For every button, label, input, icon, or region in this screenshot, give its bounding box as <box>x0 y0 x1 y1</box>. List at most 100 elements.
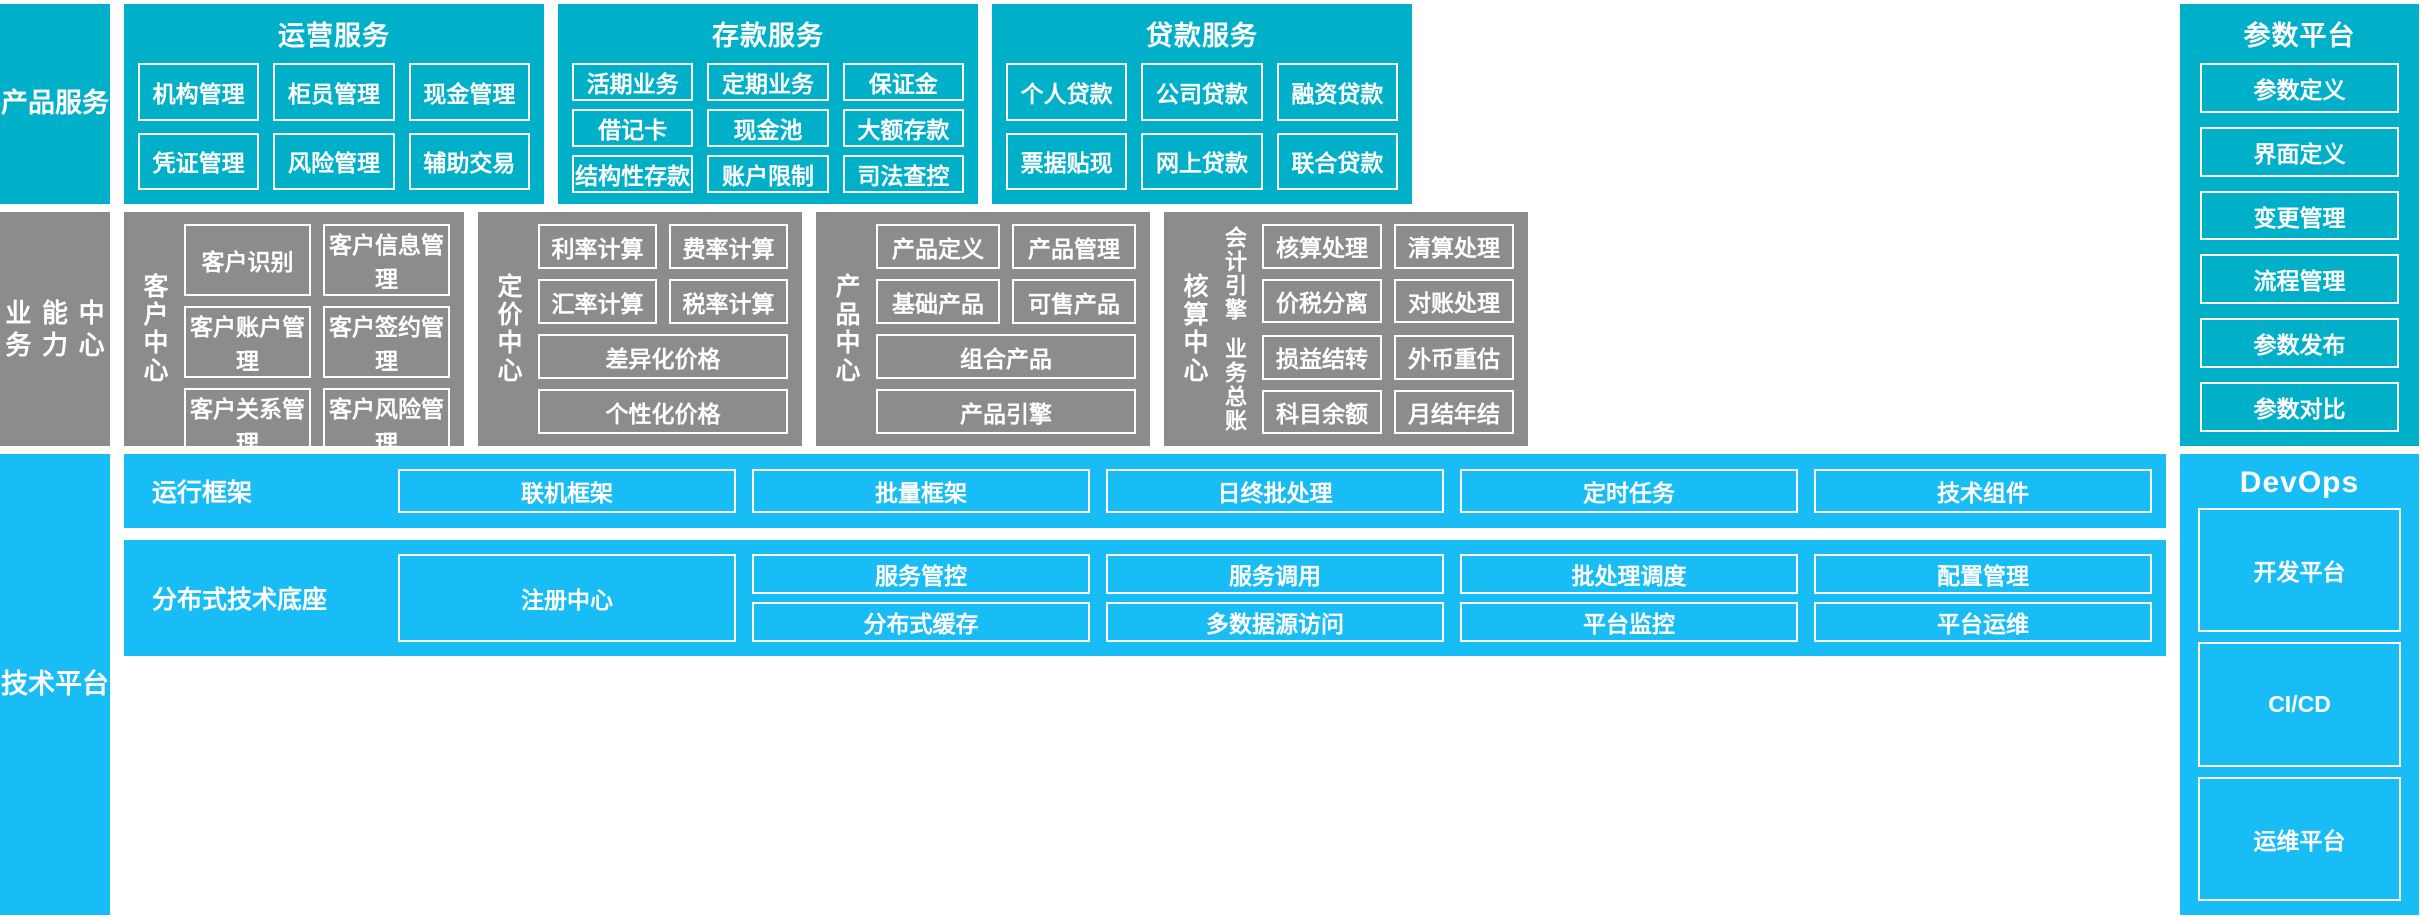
tile-product-engine[interactable]: 产品引擎 <box>876 389 1136 434</box>
tile-accounting-processing[interactable]: 核算处理 <box>1262 224 1382 269</box>
tile-list-parameter-platform: 参数定义 界面定义 变更管理 流程管理 参数发布 参数对比 <box>2200 63 2399 432</box>
tile-technical-component[interactable]: 技术组件 <box>1814 469 2152 513</box>
tile-service-invocation[interactable]: 服务调用 <box>1106 554 1444 594</box>
tile-syndicated-loan[interactable]: 联合贷款 <box>1276 132 1398 190</box>
tile-registry-center[interactable]: 注册中心 <box>398 554 736 642</box>
tile-settlement-processing[interactable]: 清算处理 <box>1394 224 1514 269</box>
tile-teller-management[interactable]: 柜员管理 <box>273 63 395 121</box>
tile-platform-operations[interactable]: 平台运维 <box>1814 602 2152 642</box>
tile-account-balance[interactable]: 科目余额 <box>1262 389 1382 434</box>
tile-service-governance[interactable]: 服务管控 <box>752 554 1090 594</box>
tile-row: 客户账户管理 客户签约管理 <box>184 306 450 378</box>
tile-customer-risk-management[interactable]: 客户风险管理 <box>323 388 450 460</box>
tile-bill-discount[interactable]: 票据贴现 <box>1006 132 1128 190</box>
technology-platform-blocks: 运行框架 联机框架 批量框架 日终批处理 定时任务 技术组件 <box>124 454 2166 915</box>
layer-label-line-2: 平台 <box>55 668 109 699</box>
tile-foreign-currency-revaluation[interactable]: 外币重估 <box>1394 335 1514 380</box>
tile-auxiliary-transaction[interactable]: 辅助交易 <box>408 132 530 190</box>
tile-grid-operation-services: 机构管理 柜员管理 现金管理 凭证管理 风险管理 辅助交易 <box>138 63 530 190</box>
tile-bundled-product[interactable]: 组合产品 <box>876 334 1136 379</box>
tile-row: 价税分离 对账处理 <box>1262 278 1514 323</box>
tile-row: 汇率计算 税率计算 <box>538 279 788 324</box>
tile-interface-definition[interactable]: 界面定义 <box>2200 126 2399 177</box>
tile-online-loan[interactable]: 网上贷款 <box>1141 132 1263 190</box>
tile-differentiated-pricing[interactable]: 差异化价格 <box>538 334 788 379</box>
center-label-customer: 客户中心 <box>140 273 168 385</box>
subgroup-label-accounting-engine: 会计引擎 <box>1222 225 1247 322</box>
layer-label-line-2: 能力 <box>42 297 69 361</box>
tile-cash-management[interactable]: 现金管理 <box>408 63 530 121</box>
tile-customer-info-management[interactable]: 客户信息管理 <box>323 224 450 296</box>
tile-base-product[interactable]: 基础产品 <box>876 279 1000 324</box>
tile-scheduled-task[interactable]: 定时任务 <box>1460 469 1798 513</box>
tile-debit-card[interactable]: 借记卡 <box>572 109 694 147</box>
tile-multi-datasource-access[interactable]: 多数据源访问 <box>1106 602 1444 642</box>
layer-technology-platform: 技术 平台 运行框架 联机框架 批量框架 日终批处理 <box>0 454 2166 915</box>
tile-parameter-release[interactable]: 参数发布 <box>2200 318 2399 369</box>
tile-exchange-rate-calculation[interactable]: 汇率计算 <box>538 279 657 324</box>
tile-sellable-product[interactable]: 可售产品 <box>1012 279 1136 324</box>
tile-day-end-batch-processing[interactable]: 日终批处理 <box>1106 469 1444 513</box>
tile-grid-product-center: 产品定义 产品管理 基础产品 可售产品 组合产品 产品引擎 <box>876 224 1136 434</box>
tile-fee-rate-calculation[interactable]: 费率计算 <box>669 224 788 269</box>
tile-column: 服务调用 多数据源访问 <box>1106 554 1444 642</box>
center-accounting: 核算中心 会计引擎 核算处理 清算处理 价税分离 对账处理 <box>1164 212 1528 446</box>
tile-cash-pool[interactable]: 现金池 <box>707 109 829 147</box>
tile-org-management[interactable]: 机构管理 <box>138 63 260 121</box>
tile-demand-business[interactable]: 活期业务 <box>572 63 694 101</box>
tile-account-restriction[interactable]: 账户限制 <box>707 155 829 193</box>
layer-label-line-1: 技术 <box>1 668 55 699</box>
tile-interest-rate-calculation[interactable]: 利率计算 <box>538 224 657 269</box>
group-deposit-services: 存款服务 活期业务 定期业务 保证金 借记卡 现金池 大额存款 结构性存款 账户… <box>558 4 978 204</box>
tile-time-deposit-business[interactable]: 定期业务 <box>707 63 829 101</box>
tile-parameter-comparison[interactable]: 参数对比 <box>2200 382 2399 432</box>
tile-customer-account-management[interactable]: 客户账户管理 <box>184 306 311 378</box>
layer-label-line-1: 业务 <box>5 297 32 361</box>
tile-operations-platform[interactable]: 运维平台 <box>2198 776 2401 901</box>
tile-platform-monitoring[interactable]: 平台监控 <box>1460 602 1798 642</box>
tile-online-framework[interactable]: 联机框架 <box>398 469 736 513</box>
tile-development-platform[interactable]: 开发平台 <box>2198 508 2401 633</box>
tile-ci-cd[interactable]: CI/CD <box>2198 642 2401 767</box>
tile-corporate-loan[interactable]: 公司贷款 <box>1141 63 1263 121</box>
tile-profit-loss-carryover[interactable]: 损益结转 <box>1262 335 1382 380</box>
tile-month-year-end-closing[interactable]: 月结年结 <box>1394 389 1514 434</box>
tile-parameter-definition[interactable]: 参数定义 <box>2200 63 2399 113</box>
panel-title-parameter-platform: 参数平台 <box>2243 21 2356 51</box>
tile-configuration-management[interactable]: 配置管理 <box>1814 554 2152 594</box>
tile-margin-deposit[interactable]: 保证金 <box>842 63 964 101</box>
panel-parameter-platform: 参数平台 参数定义 界面定义 变更管理 流程管理 参数发布 参数对比 <box>2180 4 2419 446</box>
tile-column: 日终批处理 <box>1106 469 1444 513</box>
tile-structured-deposit[interactable]: 结构性存款 <box>572 155 694 193</box>
tile-risk-management[interactable]: 风险管理 <box>273 132 395 190</box>
tile-row: 客户关系管理 客户风险管理 <box>184 388 450 460</box>
tile-product-management[interactable]: 产品管理 <box>1012 224 1136 269</box>
tile-product-definition[interactable]: 产品定义 <box>876 224 1000 269</box>
tile-voucher-management[interactable]: 凭证管理 <box>138 132 260 190</box>
layer-label-line-2: 服务 <box>55 88 109 119</box>
tile-row: 个人贷款 公司贷款 融资贷款 <box>1006 63 1398 121</box>
tile-price-tax-separation[interactable]: 价税分离 <box>1262 278 1382 323</box>
tile-personalized-pricing[interactable]: 个性化价格 <box>538 389 788 434</box>
tile-reconciliation-processing[interactable]: 对账处理 <box>1394 278 1514 323</box>
tile-row: 组合产品 <box>876 334 1136 379</box>
group-loan-services: 贷款服务 个人贷款 公司贷款 融资贷款 票据贴现 网上贷款 联合贷款 <box>992 4 1412 204</box>
center-label-accounting: 核算中心 <box>1180 273 1208 385</box>
tile-tax-rate-calculation[interactable]: 税率计算 <box>669 279 788 324</box>
tile-judicial-control[interactable]: 司法查控 <box>842 155 964 193</box>
tile-large-deposit[interactable]: 大额存款 <box>842 109 964 147</box>
tile-batch-processing-scheduling[interactable]: 批处理调度 <box>1460 554 1798 594</box>
tile-customer-identification[interactable]: 客户识别 <box>184 224 311 296</box>
tile-customer-relationship-management[interactable]: 客户关系管理 <box>184 388 311 460</box>
tile-financing-loan[interactable]: 融资贷款 <box>1276 63 1398 121</box>
tile-distributed-cache[interactable]: 分布式缓存 <box>752 602 1090 642</box>
tile-process-management[interactable]: 流程管理 <box>2200 254 2399 305</box>
tile-customer-contract-management[interactable]: 客户签约管理 <box>323 306 450 378</box>
tile-personal-loan[interactable]: 个人贷款 <box>1006 63 1128 121</box>
tile-grid-distributed-technology-base: 注册中心 服务管控 分布式缓存 服务调用 多数据源访问 批处理调度 平台监控 <box>398 554 2152 642</box>
tile-change-management[interactable]: 变更管理 <box>2200 190 2399 241</box>
layer-label-line-3: 中心 <box>78 297 105 361</box>
tile-batch-framework[interactable]: 批量框架 <box>752 469 1090 513</box>
tile-column: 注册中心 <box>398 554 736 642</box>
panel-devops: DevOps 开发平台 CI/CD 运维平台 <box>2180 454 2419 915</box>
